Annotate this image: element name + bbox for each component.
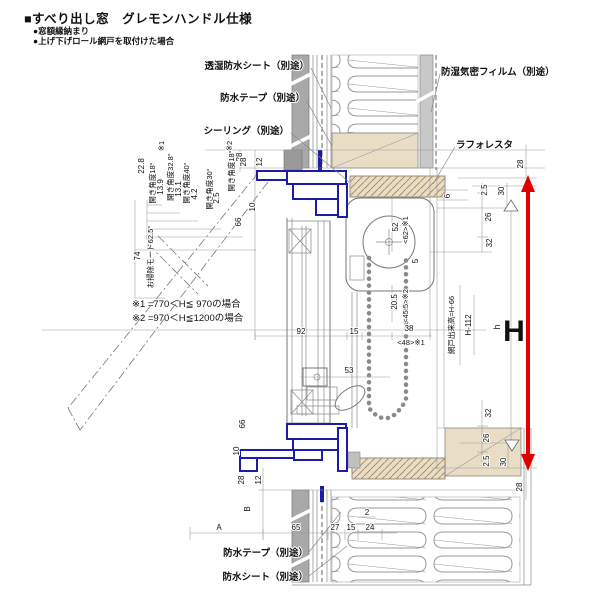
label-angle-18b: 開き角度18° <box>226 150 236 191</box>
dimension-texts-right: 6 52 <62>※1 5 20.5 <45.5>※2 網戸出来高=H-66 H… <box>389 158 526 492</box>
dim-2-5-bottom: 2.5 <box>482 455 491 467</box>
dim-32-bottom: 32 <box>484 408 493 417</box>
wall-bottom <box>286 427 532 586</box>
dim-ref-a: A <box>216 523 222 532</box>
label-waterproof-tape-top: 防水テープ（別途） <box>220 92 305 104</box>
dim-h-small: h <box>492 324 502 329</box>
dim-h-112: H-112 <box>464 314 473 336</box>
dim-5: 5 <box>411 258 420 263</box>
dim-30-bottom: 30 <box>499 457 508 466</box>
dim-2-5-left: 2.5 <box>212 192 221 204</box>
dim-12-sill: 12 <box>254 475 263 484</box>
note-h-range-1: ※1 =770＜H≦ 970の場合 <box>132 299 241 310</box>
label-vapor-film: 防湿気密フィルム（別途） <box>441 66 555 78</box>
label-moisture-sheet: 透湿防水シート（別途） <box>204 60 309 72</box>
dim-32-top: 32 <box>485 238 494 247</box>
ref-note-2: ※2 <box>225 141 234 151</box>
dim-38: 38 <box>405 324 414 333</box>
dim-2: 2 <box>365 508 370 517</box>
dim-28-left: 28 <box>235 152 244 161</box>
dim-26-bottom: 26 <box>482 433 491 442</box>
dim-10-sill: 10 <box>232 446 241 455</box>
dim-6: 6 <box>443 193 452 198</box>
dim-ref-b: B <box>243 506 252 511</box>
dimension-texts-horizontal: 92 15 38 <48>※1 53 2 65 27 15 24 A H <box>215 314 526 533</box>
dim-28-top-right: 28 <box>516 159 525 168</box>
dimension-texts-left: ※1 22.8 開き角度18° 13.9 開き角度32.8° 13.1 開き角度… <box>132 140 245 290</box>
dim-30-top: 30 <box>497 186 506 195</box>
annotation-labels: 透湿防水シート（別途） 防水テープ（別途） シーリング（別途） 防湿気密フィルム… <box>202 59 555 584</box>
screen-pull-chain <box>366 255 409 421</box>
dim-45-5-alt: <45.5>※2 <box>401 289 410 323</box>
dim-h-big: H <box>503 315 525 348</box>
dim-20-5: 20.5 <box>390 294 399 310</box>
dim-53: 53 <box>345 366 354 375</box>
label-laforesta: ラフォレスタ <box>456 139 513 151</box>
dim-4-2: 4.2 <box>190 188 199 200</box>
note-roll-screen: ●上げ下げロール網戸を取付けた場合 <box>33 36 175 46</box>
dim-65: 65 <box>292 523 301 532</box>
label-waterproof-sheet-bottom: 防水シート（別途） <box>222 571 308 583</box>
h-dimension-arrow <box>503 175 535 471</box>
roll-screen-unit <box>345 197 435 292</box>
dim-13-9: 13.9 <box>156 179 165 195</box>
note-h-range-2: ※2 =970＜H≦1200の場合 <box>132 313 244 324</box>
dim-22-8: 22.8 <box>137 158 146 174</box>
dim-62-alt: <62>※1 <box>401 216 410 244</box>
label-screen-height: 網戸出来高=H-66 <box>446 296 456 354</box>
dim-92: 92 <box>297 327 306 336</box>
dim-28-head: 28 <box>239 157 248 166</box>
dim-74: 74 <box>133 251 142 260</box>
frame-sill <box>239 423 348 472</box>
wall-top <box>283 54 439 171</box>
label-sealing: シーリング（別途） <box>203 125 289 137</box>
dim-66-head: 66 <box>234 217 243 226</box>
label-waterproof-tape-bottom: 防水テープ（別途） <box>223 547 308 559</box>
label-cleaning-mode: お掃除モード62.5° <box>145 226 155 289</box>
dimension-texts-frame: 28 12 10 66 66 10 28 12 B <box>231 156 265 513</box>
dim-15-mid: 15 <box>350 327 359 336</box>
dim-48-alt: <48>※1 <box>397 338 425 347</box>
ref-note-1: ※1 <box>157 141 166 151</box>
dimension-lines <box>42 145 545 540</box>
dim-66-sill: 66 <box>238 419 247 428</box>
frame-head <box>256 170 348 218</box>
dim-13-1: 13.1 <box>174 181 183 197</box>
label-angle-40: 開き角度40° <box>181 162 191 203</box>
dim-52: 52 <box>391 222 400 231</box>
open-sash-swing-lines <box>67 172 269 431</box>
label-angle-18: 開き角度18° <box>147 162 157 203</box>
dim-24: 24 <box>366 523 375 532</box>
interior-casing-top <box>349 175 446 198</box>
dim-28-sill: 28 <box>237 475 246 484</box>
dim-12-head: 12 <box>255 157 264 166</box>
label-angle-30: 開き角度30° <box>204 168 214 209</box>
label-angle-32-8: 開き角度32.8° <box>165 153 175 201</box>
dim-10-head: 10 <box>248 202 257 211</box>
dim-2-5-top: 2.5 <box>480 184 489 196</box>
dim-28-bottom-right: 28 <box>515 482 524 491</box>
note-window-casing: ●窓額縁納まり <box>33 26 90 36</box>
dim-15-bottom: 15 <box>347 523 356 532</box>
window-sash <box>286 218 358 428</box>
leader-lines <box>290 67 456 577</box>
dim-27: 27 <box>331 523 340 532</box>
dim-26-top: 26 <box>484 212 493 221</box>
drawing-title: ■すべり出し窓 グレモンハンドル仕様 <box>24 12 253 26</box>
